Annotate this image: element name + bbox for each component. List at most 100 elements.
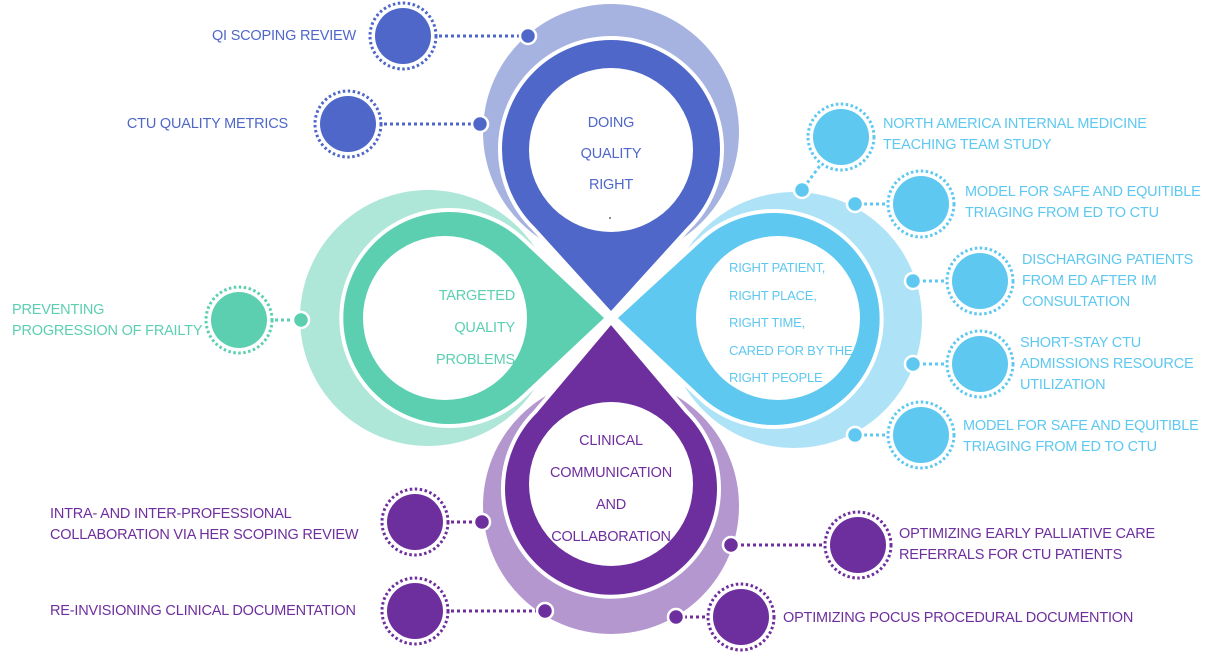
hub-clinical-communication: CLINICAL COMMUNICATION AND COLLABORATION bbox=[531, 425, 691, 553]
hub-targeted-quality-problems: TARGETED QUALITY PROBLEMS bbox=[365, 280, 515, 376]
project-label-line: REFERRALS FOR CTU PATIENTS bbox=[899, 547, 1123, 563]
project-short-stay-ctu: SHORT-STAY CTU ADMISSIONS RESOURCE UTILI… bbox=[1020, 333, 1194, 396]
node-pocus-documentation bbox=[666, 582, 776, 652]
project-label-line: SHORT-STAY CTU bbox=[1020, 335, 1142, 351]
project-label-line: FROM ED AFTER IM bbox=[1022, 273, 1157, 289]
node-preventing-frailty bbox=[204, 285, 311, 355]
project-model-safe-triaging-1: MODEL FOR SAFE AND EQUITIBLE TRIAGING FR… bbox=[965, 182, 1201, 224]
node-re-invisioning-documentation bbox=[380, 576, 555, 646]
project-label-line: NORTH AMERICA INTERNAL MEDICINE bbox=[883, 116, 1147, 132]
project-label-line: INTRA- AND INTER-PROFESSIONAL bbox=[50, 506, 292, 522]
node-circle bbox=[830, 517, 886, 573]
node-qi-scoping-review bbox=[368, 1, 538, 71]
project-re-invisioning-documentation: RE-INVISIONING CLINICAL DOCUMENTATION bbox=[50, 601, 356, 622]
project-label-line: TEACHING TEAM STUDY bbox=[883, 137, 1052, 153]
node-anchor-dot bbox=[792, 180, 812, 200]
node-dotted-ring bbox=[380, 487, 450, 557]
project-model-safe-triaging-2: MODEL FOR SAFE AND EQUITIBLE TRIAGING FR… bbox=[963, 416, 1199, 458]
hub-line: DOING bbox=[587, 115, 635, 131]
hub-line: COMMUNICATION bbox=[550, 465, 672, 481]
project-label-line: MODEL FOR SAFE AND EQUITIBLE bbox=[963, 418, 1199, 434]
node-dotted-ring bbox=[380, 576, 450, 646]
blue-hub-center bbox=[529, 68, 693, 232]
hub-line: CARED FOR BY THE bbox=[729, 342, 853, 358]
node-circle bbox=[211, 292, 267, 348]
hub-line: QUALITY bbox=[580, 146, 642, 162]
purple-hub-center bbox=[529, 402, 693, 566]
project-label-line: RE-INVISIONING CLINICAL DOCUMENTATION bbox=[50, 603, 356, 619]
project-label-line: TRIAGING FROM ED TO CTU bbox=[965, 205, 1159, 221]
node-north-america-teaching-team bbox=[792, 102, 876, 200]
node-circle bbox=[375, 8, 431, 64]
project-label-line: CONSULTATION bbox=[1022, 294, 1130, 310]
node-short-stay-ctu bbox=[903, 329, 1015, 399]
hub-centers bbox=[363, 68, 860, 566]
project-ctu-quality-metrics: CTU QUALITY METRICS bbox=[127, 114, 288, 135]
hub-line: RIGHT PEOPLE bbox=[729, 370, 823, 385]
hub-line: AND bbox=[595, 497, 626, 513]
hub-line: RIGHT bbox=[588, 177, 634, 193]
node-anchor-dot bbox=[845, 425, 865, 445]
node-circle bbox=[387, 583, 443, 639]
node-anchor-dot bbox=[470, 114, 490, 134]
project-label-line: DISCHARGING PATIENTS bbox=[1022, 252, 1194, 268]
node-circle bbox=[387, 494, 443, 550]
project-qi-scoping-review: QI SCOPING REVIEW bbox=[212, 26, 356, 47]
node-intra-inter-professional bbox=[380, 487, 492, 557]
project-label-line: ADMISSIONS RESOURCE bbox=[1020, 356, 1194, 372]
project-label-line: OPTIMIZING EARLY PALLIATIVE CARE bbox=[899, 526, 1156, 542]
project-pocus-documentation: OPTIMIZING POCUS PROCEDURAL DOCUMENTION bbox=[783, 608, 1133, 629]
node-anchor-dot bbox=[845, 194, 865, 214]
node-dotted-ring bbox=[706, 582, 776, 652]
node-early-palliative-care bbox=[721, 510, 893, 580]
project-nodes bbox=[204, 1, 1015, 652]
node-circle bbox=[320, 96, 376, 152]
node-dotted-ring bbox=[204, 285, 274, 355]
hub-doing-quality-right: DOING QUALITY RIGHT bbox=[531, 108, 691, 201]
node-circle bbox=[893, 176, 949, 232]
project-label-line: TRIAGING FROM ED TO CTU bbox=[963, 439, 1157, 455]
hub-right-patient: RIGHT PATIENT, RIGHT PLACE, RIGHT TIME, … bbox=[729, 254, 889, 392]
project-early-palliative-care: OPTIMIZING EARLY PALLIATIVE CARE REFERRA… bbox=[899, 524, 1155, 566]
node-discharging-patients bbox=[903, 246, 1015, 316]
node-anchor-dot bbox=[518, 26, 538, 46]
hub-line: RIGHT PLACE, bbox=[729, 287, 817, 303]
project-intra-inter-professional: INTRA- AND INTER-PROFESSIONAL COLLABORAT… bbox=[50, 504, 359, 546]
node-anchor-dot bbox=[903, 271, 923, 291]
node-anchor-dot bbox=[535, 601, 555, 621]
blue-hub-dot bbox=[609, 217, 611, 219]
node-dotted-ring bbox=[886, 169, 956, 239]
project-preventing-frailty: PREVENTING PROGRESSION OF FRAILTY bbox=[12, 300, 203, 342]
node-model-safe-triaging-1 bbox=[845, 169, 956, 239]
project-label-line: PROGRESSION OF FRAILTY bbox=[12, 323, 203, 339]
project-label-line: MODEL FOR SAFE AND EQUITIBLE bbox=[965, 184, 1201, 200]
hub-line: CLINICAL bbox=[579, 433, 643, 449]
hub-line: RIGHT PATIENT, bbox=[729, 260, 826, 275]
hub-line: TARGETED bbox=[438, 288, 515, 304]
project-label-line: CTU QUALITY METRICS bbox=[126, 116, 288, 132]
project-label-line: QI SCOPING REVIEW bbox=[211, 28, 356, 44]
node-circle bbox=[893, 407, 949, 463]
green-hub-center bbox=[363, 236, 527, 400]
hub-line: QUALITY bbox=[454, 320, 515, 336]
node-circle bbox=[813, 109, 869, 165]
node-anchor-dot bbox=[291, 310, 311, 330]
node-anchor-dot bbox=[666, 607, 686, 627]
node-circle bbox=[952, 253, 1008, 309]
hub-line: RIGHT TIME, bbox=[729, 315, 806, 330]
project-label-line: OPTIMIZING POCUS PROCEDURAL DOCUMENTION bbox=[783, 610, 1134, 626]
project-label-line: UTILIZATION bbox=[1020, 377, 1106, 393]
hub-line: PROBLEMS bbox=[436, 352, 515, 368]
node-anchor-dot bbox=[903, 354, 923, 374]
hub-line: COLLABORATION bbox=[551, 529, 671, 545]
node-anchor-dot bbox=[721, 535, 741, 555]
cyan-hub-center bbox=[696, 236, 860, 400]
node-anchor-dot bbox=[472, 512, 492, 532]
node-dotted-ring bbox=[806, 102, 876, 172]
project-label-line: PREVENTING bbox=[12, 302, 105, 318]
node-dotted-ring bbox=[313, 89, 383, 159]
project-discharging-patients: DISCHARGING PATIENTS FROM ED AFTER IM CO… bbox=[1022, 250, 1193, 313]
node-model-safe-triaging-2 bbox=[845, 400, 956, 470]
node-dotted-ring bbox=[945, 246, 1015, 316]
